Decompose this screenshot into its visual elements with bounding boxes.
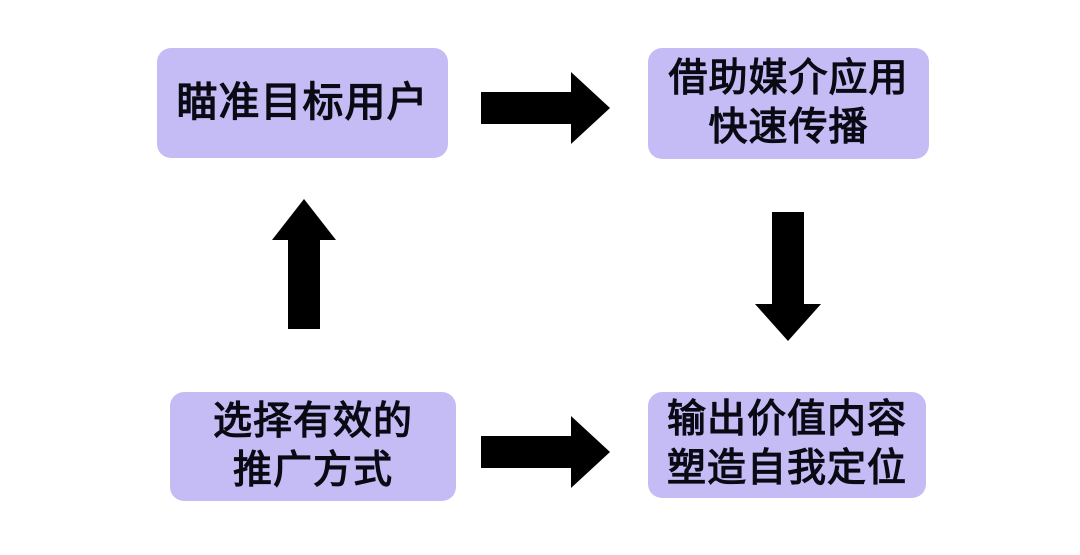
flow-node-promotion-method[interactable]: 选择有效的 推广方式 xyxy=(170,392,456,501)
flow-node-label: 借助媒介应用 快速传播 xyxy=(668,56,909,149)
flow-node-target-users[interactable]: 瞄准目标用户 xyxy=(157,48,448,158)
arrow-right-icon xyxy=(481,68,611,148)
flow-node-label: 瞄准目标用户 xyxy=(176,79,429,126)
arrow-up-icon xyxy=(271,198,337,330)
arrow-down-icon xyxy=(754,212,822,342)
arrow-right-icon xyxy=(481,412,611,492)
flow-node-media-spread[interactable]: 借助媒介应用 快速传播 xyxy=(648,48,929,159)
flow-node-label: 输出价值内容 塑造自我定位 xyxy=(666,398,907,490)
flow-node-label: 选择有效的 推广方式 xyxy=(212,399,413,492)
flow-node-value-content[interactable]: 输出价值内容 塑造自我定位 xyxy=(648,392,926,498)
